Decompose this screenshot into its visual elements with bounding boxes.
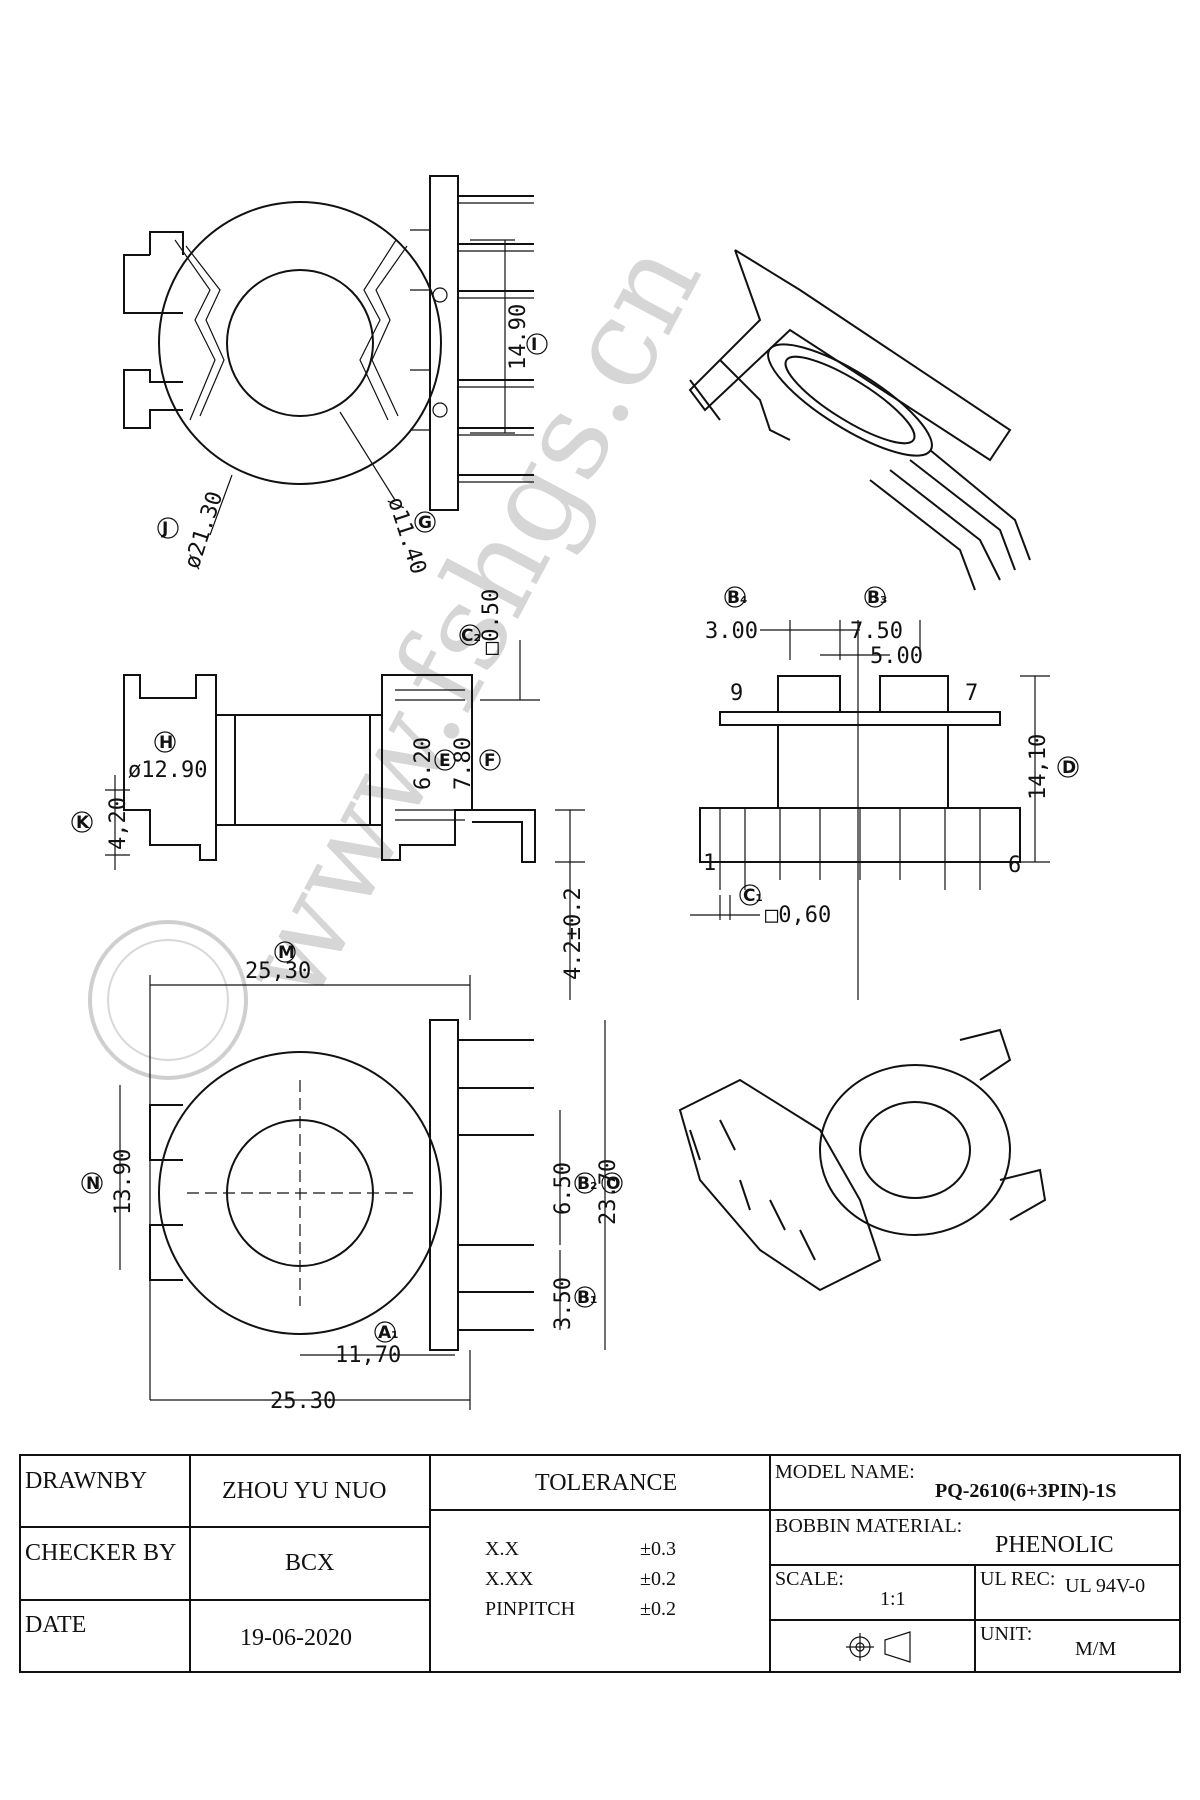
checker-value: BCX bbox=[285, 1550, 334, 1576]
unit-label: UNIT: bbox=[980, 1623, 1032, 1645]
scale-label: SCALE: bbox=[775, 1568, 844, 1590]
dim-pin-len: 4.2±0.2 bbox=[561, 887, 586, 980]
model-value: PQ-2610(6+3PIN)-1S bbox=[935, 1480, 1116, 1502]
pin-7: 7 bbox=[965, 681, 978, 706]
callout-n: N bbox=[86, 1174, 100, 1194]
callout-b1: B₁ bbox=[577, 1288, 597, 1308]
model-label: MODEL NAME: bbox=[775, 1461, 915, 1483]
dim-inner-dia: ø11.40 bbox=[382, 494, 430, 577]
callout-m: M bbox=[278, 943, 295, 963]
callout-j: J bbox=[161, 519, 168, 539]
dim-b3-a: 7.50 bbox=[850, 619, 903, 644]
callout-c1: C₁ bbox=[743, 886, 763, 906]
unit-value: M/M bbox=[1075, 1638, 1116, 1660]
callout-h: H bbox=[159, 733, 173, 753]
callout-o: O bbox=[606, 1174, 620, 1194]
projection-symbol bbox=[846, 1631, 911, 1663]
dim-winding-dia: ø12.90 bbox=[128, 758, 207, 783]
ul-label: UL REC: bbox=[980, 1568, 1055, 1590]
iso-view-bottom bbox=[678, 1028, 1047, 1292]
date-label: DATE bbox=[25, 1612, 86, 1638]
dim-m: 25,30 bbox=[245, 959, 311, 984]
pin-9: 9 bbox=[730, 681, 743, 706]
callout-d: D bbox=[1062, 758, 1076, 778]
side-view: □0.50 C₂ ø12.90 H 6.20 7.80 E F 4,20 K 4… bbox=[71, 589, 586, 1000]
dim-b1: 3.50 bbox=[551, 1277, 576, 1330]
dim-width: 25.30 bbox=[270, 1389, 336, 1414]
scale-value: 1:1 bbox=[880, 1588, 906, 1610]
dim-b4: 3.00 bbox=[705, 619, 758, 644]
dim-c1: □0,60 bbox=[765, 903, 831, 928]
dim-pitch-top: 14.90 bbox=[506, 304, 531, 370]
dim-c2: □0.50 bbox=[479, 589, 504, 655]
dim-d: 14,10 bbox=[1026, 734, 1051, 800]
tol-key-1: X.XX bbox=[485, 1568, 534, 1590]
tol-val-0: ±0.3 bbox=[640, 1538, 676, 1560]
callout-k: K bbox=[76, 813, 90, 833]
callout-g: G bbox=[418, 513, 432, 533]
dim-n: 13.90 bbox=[111, 1149, 136, 1215]
callout-i: I bbox=[531, 335, 537, 355]
dim-b2: 6.50 bbox=[551, 1162, 576, 1215]
ul-value: UL 94V-0 bbox=[1065, 1575, 1145, 1597]
iso-view-top bbox=[688, 249, 1031, 591]
dim-e: 6.20 bbox=[411, 737, 436, 790]
bottom-view: 25,30 M 13.90 N 6.50 B₂ 23.70 O 3.50 B₁ … bbox=[81, 941, 623, 1414]
tolerance-label: TOLERANCE bbox=[535, 1470, 677, 1496]
top-view-pins bbox=[458, 195, 534, 483]
callout-e: E bbox=[439, 751, 451, 771]
drawn-by-label: DRAWNBY bbox=[25, 1468, 147, 1494]
callout-b4: B₄ bbox=[727, 588, 747, 608]
checker-label: CHECKER BY bbox=[25, 1540, 176, 1566]
tol-key-0: X.X bbox=[485, 1538, 519, 1560]
tol-val-1: ±0.2 bbox=[640, 1568, 676, 1590]
tol-key-2: PINPITCH bbox=[485, 1598, 575, 1620]
drawn-by-value: ZHOU YU NUO bbox=[222, 1478, 386, 1504]
dim-a1: 11,70 bbox=[335, 1343, 401, 1368]
callout-c2: C₂ bbox=[461, 626, 481, 646]
tol-val-2: ±0.2 bbox=[640, 1598, 676, 1620]
title-block: DRAWNBY ZHOU YU NUO CHECKER BY BCX DATE … bbox=[19, 1454, 1181, 1673]
dim-f: 7.80 bbox=[451, 737, 476, 790]
material-label: BOBBIN MATERIAL: bbox=[775, 1515, 962, 1537]
callout-f: F bbox=[484, 751, 496, 771]
pin-1: 1 bbox=[703, 851, 716, 876]
material-value: PHENOLIC bbox=[995, 1532, 1114, 1558]
front-view: 3.00 7.50 5.00 B₄ B₃ 9 7 1 6 14,10 D □0,… bbox=[690, 586, 1079, 1000]
pin-6: 6 bbox=[1008, 853, 1021, 878]
callout-a1: A₁ bbox=[378, 1323, 399, 1343]
watermark-text: www.fshgs.cn bbox=[213, 220, 728, 1024]
date-value: 19-06-2020 bbox=[240, 1625, 352, 1651]
callout-b2: B₂ bbox=[577, 1174, 597, 1194]
callout-b3: B₃ bbox=[867, 588, 887, 608]
dim-outer-dia: ø21.30 bbox=[180, 489, 228, 572]
dim-k: 4,20 bbox=[106, 797, 131, 850]
watermark: www.fshgs.cn bbox=[88, 220, 728, 1080]
dim-b3-b: 5.00 bbox=[870, 644, 923, 669]
